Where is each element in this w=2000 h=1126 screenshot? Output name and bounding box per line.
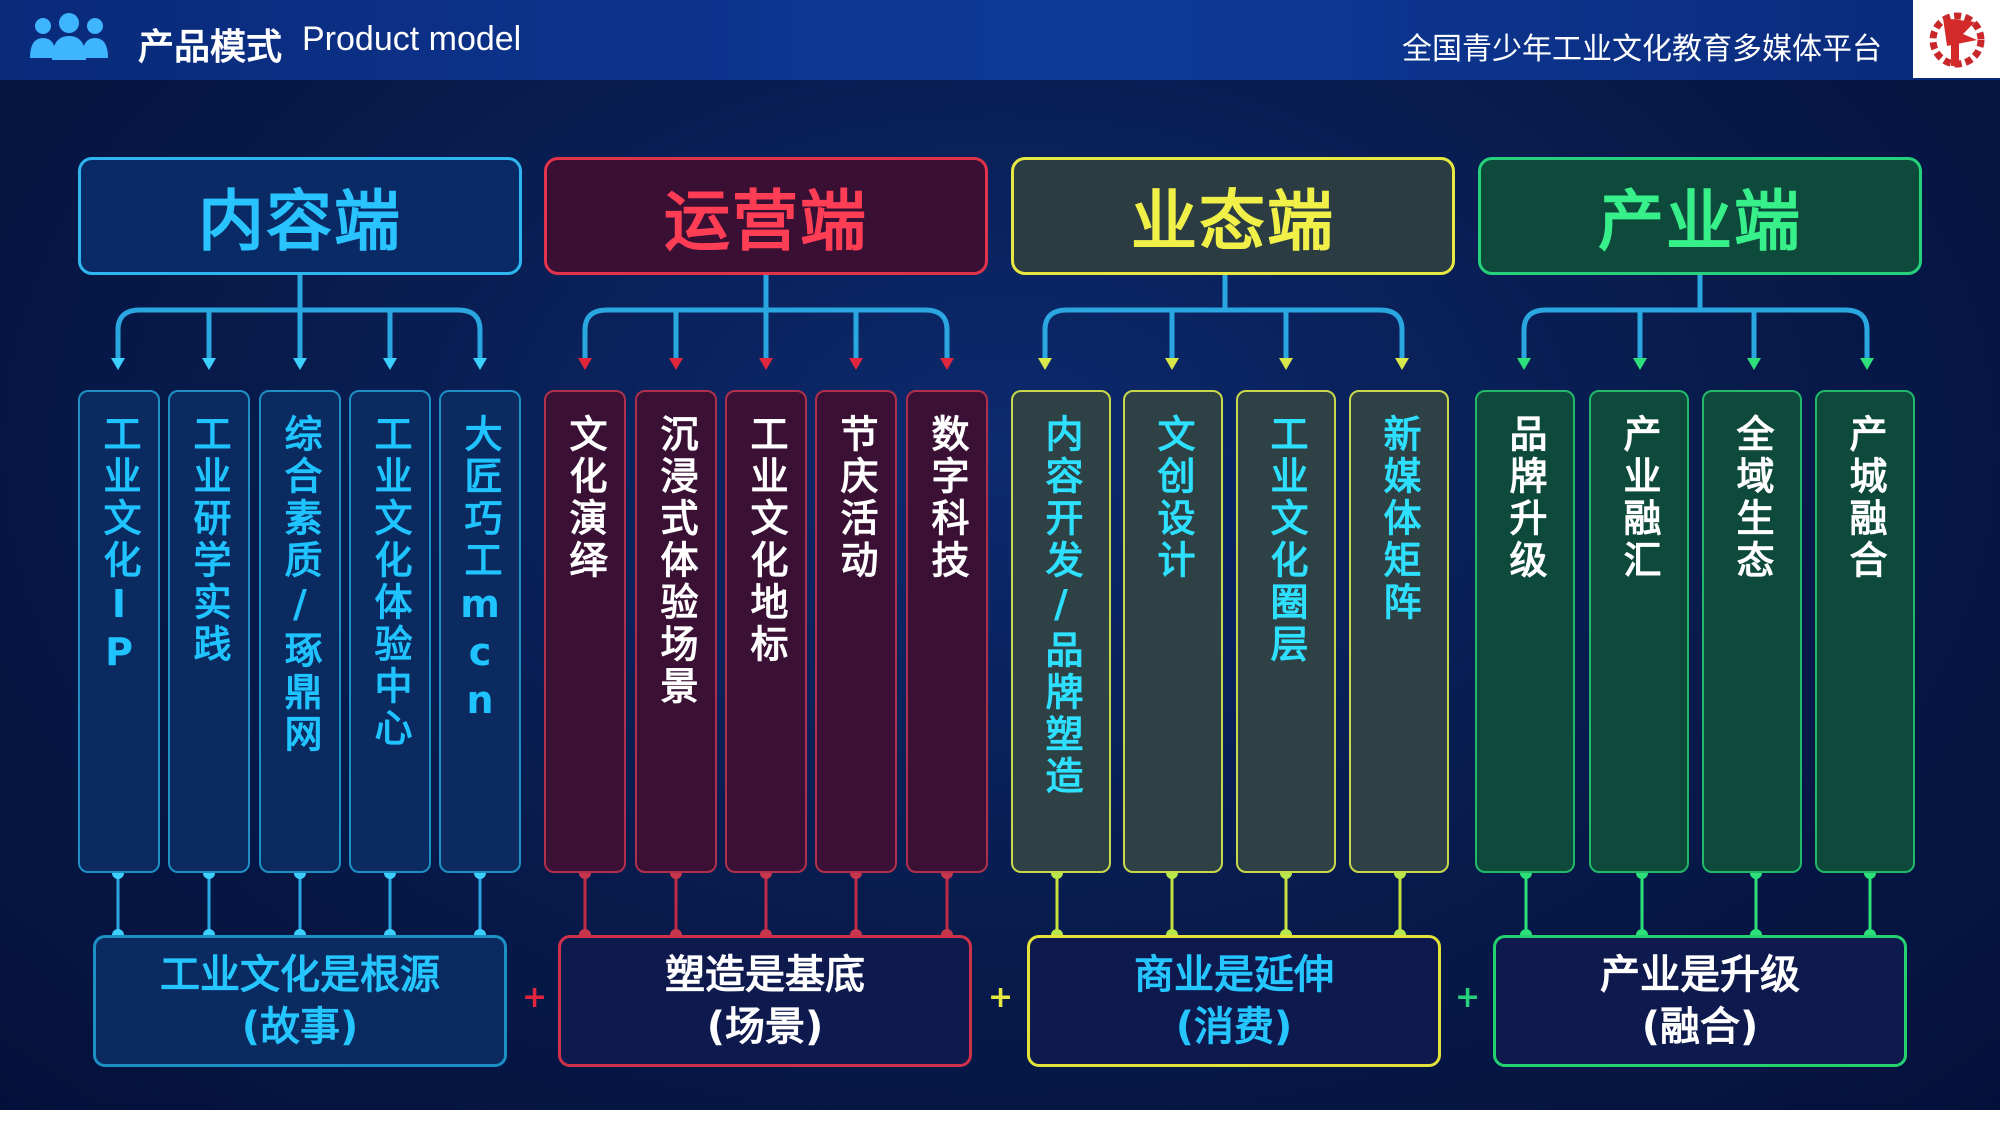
item-column: 新媒体矩阵 bbox=[1349, 390, 1449, 873]
top-bar: 产品模式 Product model 全国青少年工业文化教育多媒体平台 bbox=[0, 0, 2000, 80]
header-content-end: 内容端 bbox=[78, 157, 522, 275]
page-title-english: Product model bbox=[302, 20, 522, 58]
platform-name: 全国青少年工业文化教育多媒体平台 bbox=[1402, 32, 1882, 67]
item-column: 工业文化地标 bbox=[725, 390, 807, 873]
item-column: 沉浸式体验场景 bbox=[635, 390, 717, 873]
plus-sign: + bbox=[988, 980, 1014, 1015]
summary-operation: 塑造是基底 (场景) bbox=[558, 935, 972, 1067]
gear-flag-logo-icon bbox=[1913, 0, 2000, 78]
item-column: 文创设计 bbox=[1123, 390, 1223, 873]
item-column: 产业融汇 bbox=[1589, 390, 1689, 873]
summary-line: 塑造是基底 bbox=[665, 952, 865, 998]
item-column: 工业研学实践 bbox=[168, 390, 250, 873]
summary-line: 工业文化是根源 bbox=[160, 952, 440, 998]
item-column: 文化演绎 bbox=[544, 390, 626, 873]
summary-content: 工业文化是根源 (故事) bbox=[93, 935, 507, 1067]
header-business-end: 业态端 bbox=[1011, 157, 1455, 275]
header-industry-end: 产业端 bbox=[1478, 157, 1922, 275]
item-column: 节庆活动 bbox=[815, 390, 897, 873]
summary-line: 商业是延伸 bbox=[1134, 952, 1334, 998]
item-column: 工业文化IP bbox=[78, 390, 160, 873]
item-column: 品牌升级 bbox=[1475, 390, 1575, 873]
summary-line: (消费) bbox=[1175, 1004, 1293, 1050]
header-operation-end: 运营端 bbox=[544, 157, 988, 275]
plus-sign: + bbox=[1455, 980, 1481, 1015]
item-column: 数字科技 bbox=[906, 390, 988, 873]
item-column: 内容开发/品牌塑造 bbox=[1011, 390, 1111, 873]
plus-sign: + bbox=[522, 980, 548, 1015]
item-column: 产城融合 bbox=[1815, 390, 1915, 873]
item-column: 工业文化圈层 bbox=[1236, 390, 1336, 873]
summary-business: 商业是延伸 (消费) bbox=[1027, 935, 1441, 1067]
summary-industry: 产业是升级 (融合) bbox=[1493, 935, 1907, 1067]
item-column: 大匠巧工mcn bbox=[439, 390, 521, 873]
page-title: 产品模式 bbox=[138, 27, 283, 68]
summary-line: (融合) bbox=[1641, 1004, 1759, 1050]
users-icon bbox=[30, 13, 108, 60]
bottom-strip bbox=[0, 1110, 2000, 1126]
item-column: 工业文化体验中心 bbox=[349, 390, 431, 873]
item-column: 综合素质/琢鼎网 bbox=[259, 390, 341, 873]
item-column: 全域生态 bbox=[1702, 390, 1802, 873]
summary-line: (故事) bbox=[241, 1004, 359, 1050]
summary-line: (场景) bbox=[706, 1004, 824, 1050]
summary-line: 产业是升级 bbox=[1600, 952, 1800, 998]
